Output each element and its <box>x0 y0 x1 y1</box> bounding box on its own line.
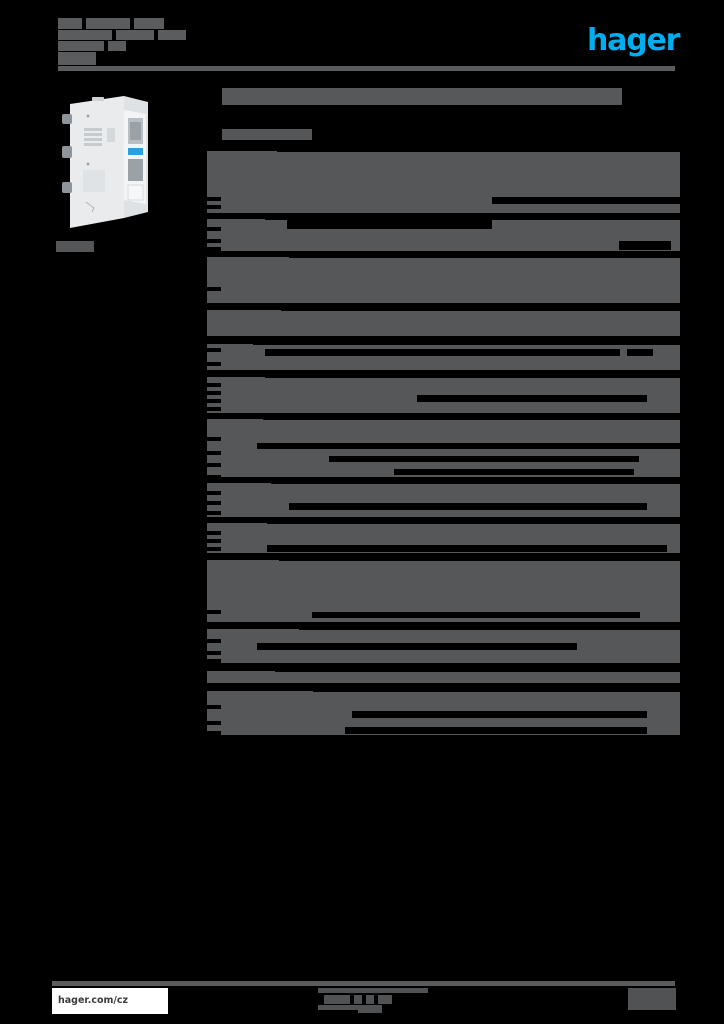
label-end-notch <box>263 416 680 420</box>
header-divider <box>58 66 675 71</box>
row-line-gap <box>207 610 221 614</box>
table-row <box>207 520 680 553</box>
label-end-notch <box>281 307 680 311</box>
row-line-gap <box>207 437 221 441</box>
row-line-gap <box>207 383 221 387</box>
value-gap <box>287 220 492 229</box>
table-row <box>207 416 687 479</box>
label-end-notch <box>253 341 680 345</box>
row-line-gap <box>207 451 221 455</box>
table-row <box>207 626 680 663</box>
value-gap <box>257 443 687 449</box>
value-gap <box>267 545 667 552</box>
value-gap <box>312 612 640 618</box>
value-gap <box>619 241 671 250</box>
label-end-notch <box>279 557 680 561</box>
row-line-gap <box>207 721 221 725</box>
label-end-notch <box>289 254 680 258</box>
row-line-gap <box>207 399 221 403</box>
table-row <box>207 254 680 303</box>
row-redaction-band <box>207 344 680 370</box>
row-line-gap <box>207 511 221 515</box>
label-end-notch <box>275 668 680 672</box>
row-line-gap <box>207 227 221 231</box>
table-row <box>207 557 680 622</box>
table-row <box>207 341 680 370</box>
value-gap <box>289 503 647 510</box>
label-end-notch <box>313 688 680 692</box>
row-redaction-band <box>207 671 680 683</box>
table-row <box>207 148 724 213</box>
table-row <box>207 374 680 413</box>
page-subtitle-redacted <box>222 129 312 140</box>
value-gap <box>492 197 724 204</box>
row-line-gap <box>207 491 221 495</box>
row-line-gap <box>207 731 221 735</box>
value-gap <box>394 469 634 475</box>
row-line-gap <box>207 348 221 352</box>
table-row <box>207 668 680 683</box>
hager-logo: hager <box>587 23 680 58</box>
label-end-notch <box>265 216 680 220</box>
value-gap <box>627 349 653 356</box>
value-gap <box>257 643 577 650</box>
footer-center-redacted <box>318 988 428 1013</box>
product-caption-redacted <box>56 241 94 252</box>
table-row <box>207 688 680 735</box>
row-redaction-band <box>207 257 680 303</box>
row-line-gap <box>207 463 221 467</box>
specification-table <box>207 148 724 735</box>
page-title-redacted <box>222 88 622 105</box>
row-line-gap <box>207 639 221 643</box>
row-line-gap <box>207 362 221 366</box>
row-line-gap <box>207 239 221 243</box>
table-row <box>207 216 680 251</box>
row-line-gap <box>207 547 221 551</box>
row-line-gap <box>207 531 221 535</box>
value-gap <box>352 711 647 718</box>
row-line-gap <box>207 287 221 291</box>
row-line-gap <box>207 247 221 251</box>
product-image <box>52 86 172 236</box>
header-title-redacted <box>58 18 186 66</box>
table-row <box>207 307 680 336</box>
row-line-gap <box>207 651 221 655</box>
row-line-gap <box>207 705 221 709</box>
row-line-gap <box>207 197 221 201</box>
value-gap <box>417 395 647 402</box>
label-end-notch <box>271 480 680 484</box>
row-redaction-band <box>207 483 680 517</box>
footer-url[interactable]: hager.com/cz <box>52 988 168 1014</box>
row-line-gap <box>207 407 221 411</box>
value-gap <box>265 349 620 356</box>
row-line-gap <box>207 539 221 543</box>
table-row <box>207 480 680 517</box>
label-end-notch <box>299 626 680 630</box>
footer-right-redacted <box>628 988 676 1010</box>
row-redaction-band <box>207 310 680 336</box>
row-line-gap <box>207 501 221 505</box>
footer-divider <box>52 981 675 986</box>
row-line-gap <box>207 391 221 395</box>
row-redaction-band <box>207 560 680 622</box>
label-end-notch <box>267 520 680 524</box>
label-end-notch <box>265 374 680 378</box>
row-line-gap <box>207 475 221 479</box>
product-illustration <box>62 96 148 228</box>
value-gap <box>329 456 639 462</box>
row-line-gap <box>207 659 221 663</box>
label-end-notch <box>277 148 680 152</box>
row-line-gap <box>207 205 221 209</box>
value-gap <box>345 727 647 734</box>
